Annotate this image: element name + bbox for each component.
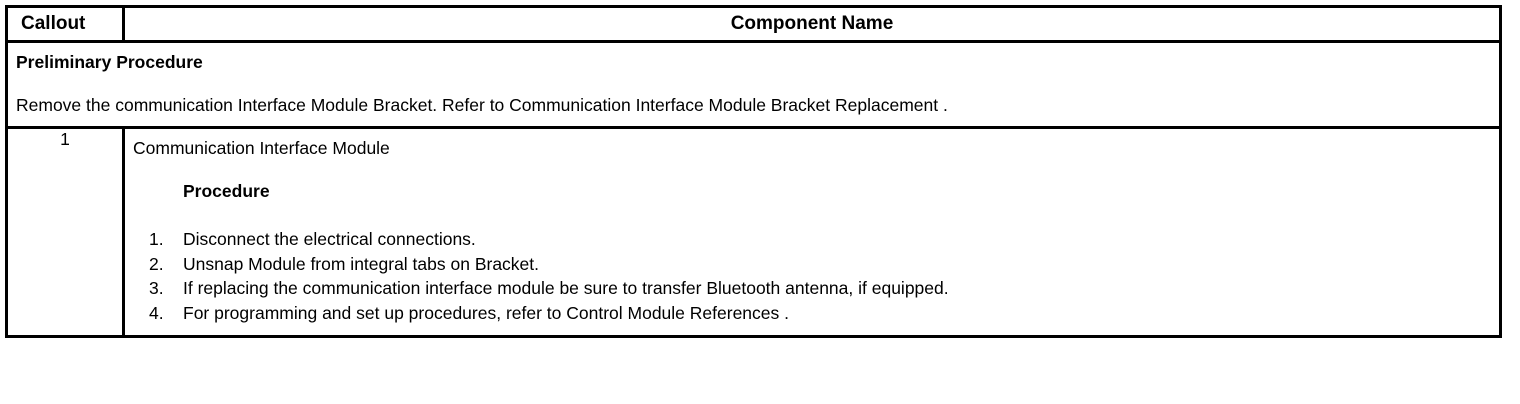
step-text: For programming and set up procedures, r… — [183, 302, 789, 323]
callout-number-cell: 1 — [5, 126, 125, 338]
procedure-steps-list: 1. Disconnect the electrical connections… — [133, 227, 1491, 325]
step-number: 1. — [149, 229, 164, 249]
preliminary-spacer — [16, 73, 1489, 95]
component-name-text: Communication Interface Module — [133, 138, 390, 158]
list-item: 3. If replacing the communication interf… — [133, 276, 1491, 301]
step-number: 3. — [149, 278, 164, 298]
step-text: Unsnap Module from integral tabs on Brac… — [183, 253, 540, 274]
step-number: 2. — [149, 253, 164, 274]
step-text: If replacing the communication interface… — [183, 278, 949, 298]
table-row: 1 Communication Interface Module Procedu… — [5, 126, 1502, 338]
procedure-heading: Procedure — [183, 181, 270, 201]
table-header-row: Callout Component Name — [5, 5, 1502, 43]
preliminary-procedure-title: Preliminary Procedure — [16, 52, 203, 72]
step-number: 4. — [149, 302, 164, 323]
content-spacer-1 — [133, 159, 1491, 181]
list-item: 1. Disconnect the electrical connections… — [133, 227, 1491, 252]
preliminary-procedure-body: Remove the communication Interface Modul… — [16, 95, 948, 115]
preliminary-procedure-cell: Preliminary Procedure Remove the communi… — [5, 40, 1502, 129]
header-cell-callout: Callout — [5, 5, 125, 43]
step-text: Disconnect the electrical connections. — [183, 229, 476, 249]
list-item: 2. Unsnap Module from integral tabs on B… — [133, 252, 1491, 277]
header-label-component-name: Component Name — [730, 13, 894, 34]
header-cell-component-name: Component Name — [122, 5, 1502, 43]
component-table: Callout Component Name Preliminary Proce… — [5, 5, 1502, 338]
list-item: 4. For programming and set up procedures… — [133, 301, 1491, 326]
preliminary-procedure-row: Preliminary Procedure Remove the communi… — [5, 40, 1502, 129]
content-spacer-2 — [133, 202, 1491, 227]
callout-number: 1 — [60, 129, 70, 149]
header-label-callout: Callout — [21, 13, 86, 34]
component-content-cell: Communication Interface Module Procedure… — [122, 126, 1502, 338]
